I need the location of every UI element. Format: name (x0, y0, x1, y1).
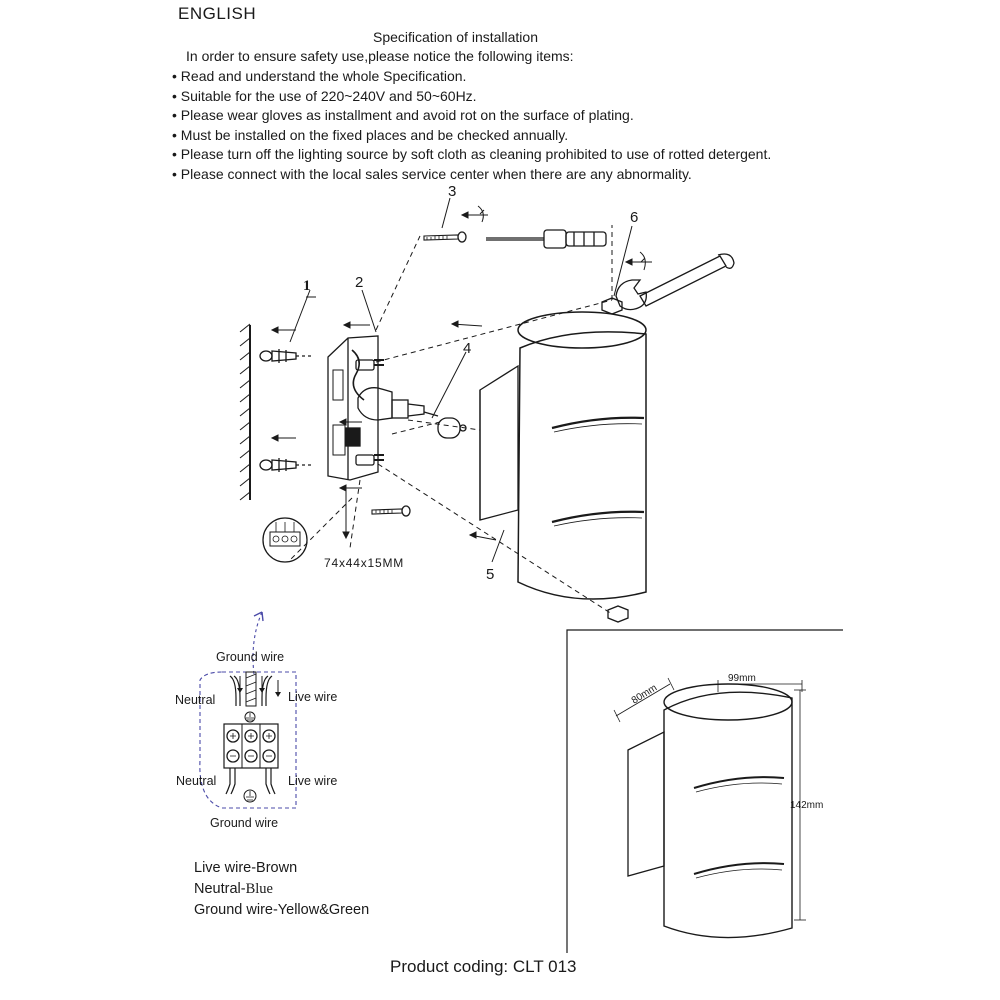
wire-color-legend: Live wire-Brown Neutral-Blue Ground wire… (194, 858, 369, 921)
dimension-depth: 80mm (630, 682, 659, 706)
product-code: Product coding: CLT 013 (390, 957, 577, 976)
legend-ground: Ground wire-Yellow&Green (194, 902, 370, 918)
part-number-label: 1 (303, 278, 311, 294)
screw (371, 505, 411, 517)
legend-neutral-prefix: Neutral- (194, 881, 246, 897)
legend-neutral-color: Blue (245, 881, 273, 897)
intro-text: In order to ensure safety use,please not… (186, 48, 574, 64)
wall-plug (259, 458, 312, 472)
live-wire-label-bottom: Live wire (288, 774, 337, 788)
screwdriver-icon (486, 229, 607, 249)
part-number-label: 5 (486, 566, 494, 583)
rotate-mark-icon (639, 251, 646, 271)
lamp-body (479, 311, 647, 600)
mounting-bracket (327, 335, 384, 481)
rule-item: Read and understand the whole Specificat… (172, 67, 771, 87)
nut-icon (607, 605, 629, 623)
callout-leaders (289, 197, 633, 563)
dimension-height: 142mm (790, 800, 823, 811)
rule-item: Please connect with the local sales serv… (172, 165, 771, 185)
wall (239, 323, 251, 501)
assembly-guides (289, 225, 613, 615)
dimension-width: 99mm (728, 673, 756, 684)
part-number-label: 4 (463, 340, 471, 357)
part-number-label: 6 (630, 209, 638, 226)
screw (423, 231, 467, 243)
wiring-diagram (199, 611, 297, 809)
direction-arrows (270, 211, 652, 541)
rotate-mark-icon (477, 205, 485, 223)
part-number-label: 3 (448, 183, 456, 200)
dimension-drawing (566, 629, 843, 953)
lamp-socket (357, 387, 467, 439)
neutral-label-top: Neutral (175, 693, 215, 707)
rule-item: Please turn off the lighting source by s… (172, 145, 771, 165)
ground-wire-label-bottom: Ground wire (210, 816, 278, 830)
rule-item: Suitable for the use of 220~240V and 50~… (172, 87, 771, 107)
safety-rules-list: Read and understand the whole Specificat… (172, 67, 771, 184)
wall-plug (259, 349, 312, 363)
wrench-icon (615, 253, 735, 311)
neutral-label-bottom: Neutral (176, 774, 216, 788)
live-wire-label-top: Live wire (288, 690, 337, 704)
bracket-size-label: 74x44x15MM (324, 556, 404, 570)
legend-neutral: Neutral-Blue (194, 879, 369, 900)
part-number-label: 2 (355, 274, 363, 291)
spec-title: Specification of installation (373, 29, 538, 45)
terminal-inset (262, 517, 308, 563)
ground-wire-label-top: Ground wire (216, 650, 284, 664)
language-label: ENGLISH (178, 4, 257, 23)
rule-item: Must be installed on the fixed places an… (172, 126, 771, 146)
rule-item: Please wear gloves as installment and av… (172, 106, 771, 126)
legend-live: Live wire-Brown (194, 860, 298, 876)
